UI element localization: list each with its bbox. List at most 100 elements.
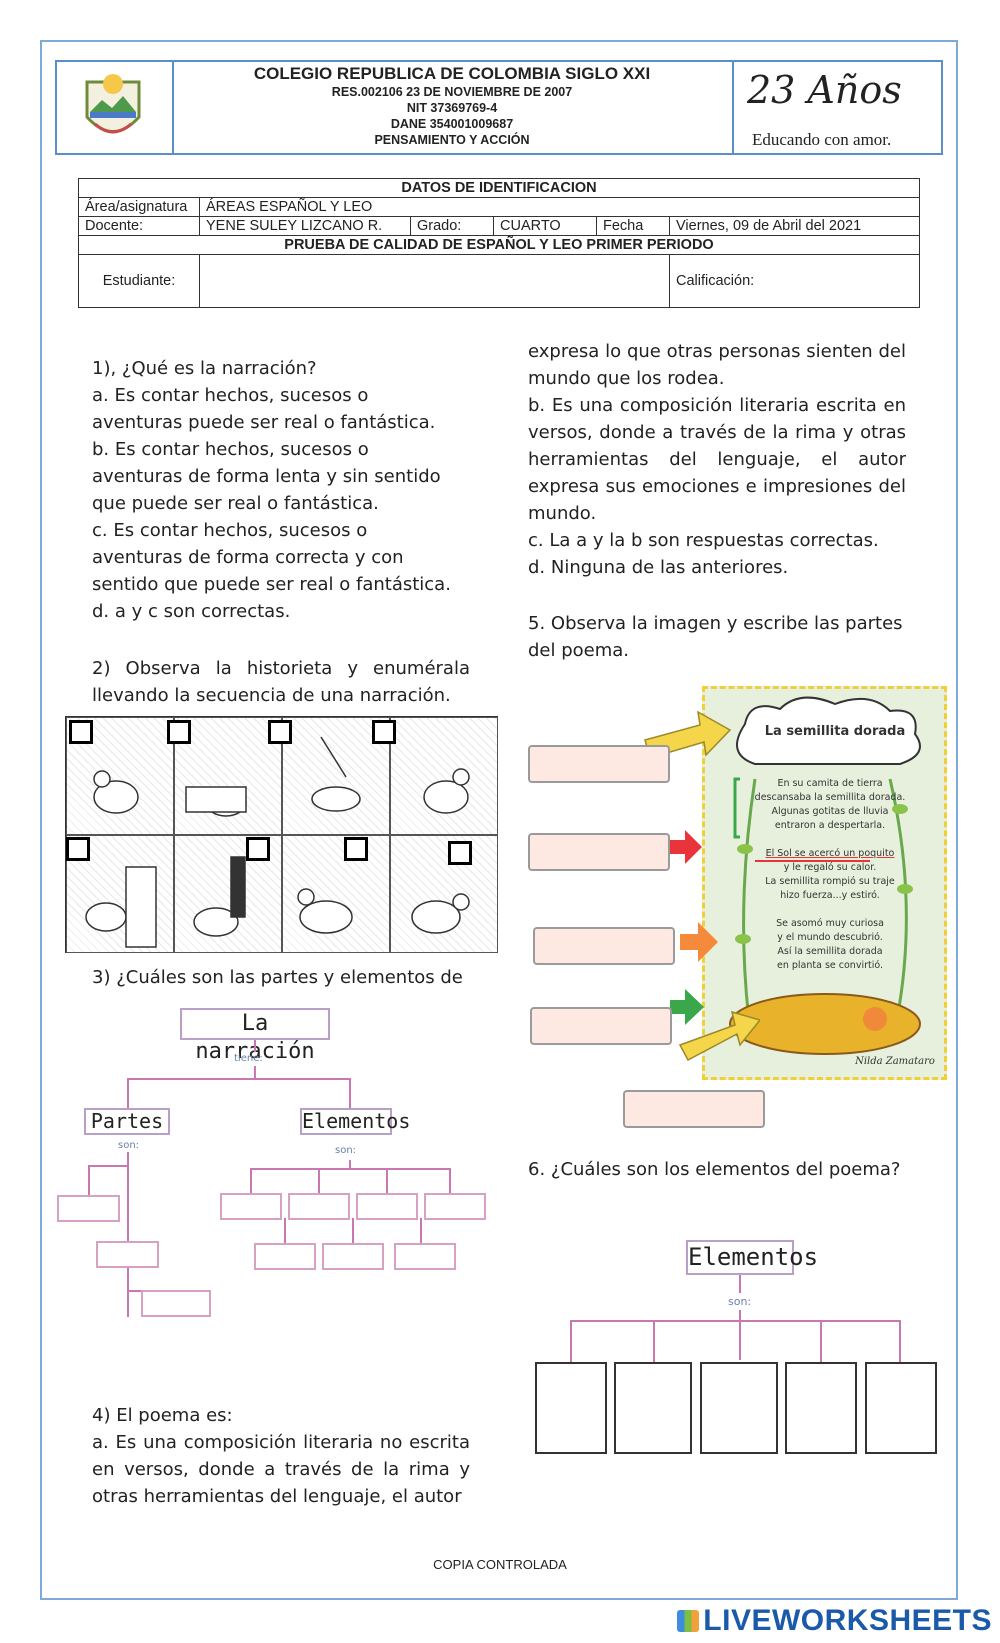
teacher-label: Docente:: [78, 216, 200, 236]
poem-image: La semillita dorada En su camita de tier…: [702, 686, 947, 1080]
parts-answer-box[interactable]: [57, 1195, 120, 1222]
sequence-checkbox[interactable]: [448, 841, 472, 865]
test-title: PRUEBA DE CALIDAD DE ESPAÑOL Y LEO PRIME…: [78, 235, 920, 255]
poem-element-answer-box[interactable]: [865, 1362, 937, 1454]
liveworksheets-brand-text: LIVEWORKSHEETS: [703, 1604, 992, 1637]
liveworksheets-logo-icon: [677, 1610, 700, 1632]
poem-stanza-1: En su camita de tierra descansaba la sem…: [754, 778, 906, 831]
comic-panel: [390, 717, 498, 835]
school-logo-cell: [57, 62, 174, 153]
sequence-checkbox[interactable]: [66, 837, 90, 861]
chicken-drawings: [85, 736, 470, 948]
poem-element-answer-box[interactable]: [614, 1362, 692, 1454]
q4-option-c[interactable]: c. La a y la b son respuestas correctas.: [528, 530, 879, 551]
q1-question: 1), ¿Qué es la narración?: [92, 358, 317, 379]
q2-question: 2) Observa la historieta y enumérala lle…: [92, 658, 470, 706]
liveworksheets-brand[interactable]: LIVEWORKSHEETS: [677, 1604, 992, 1638]
poem-part-answer-box[interactable]: [528, 745, 670, 783]
q4-option-d[interactable]: d. Ninguna de las anteriores.: [528, 557, 789, 578]
school-header: COLEGIO REPUBLICA DE COLOMBIA SIGLO XXI …: [55, 60, 943, 155]
student-label: Estudiante:: [78, 254, 200, 308]
q1-option-b[interactable]: b. Es contar hechos, sucesos o aventuras…: [92, 439, 441, 514]
resolution-text: RES.002106 23 DE NOVIEMBRE DE 2007: [331, 85, 573, 99]
elements-answer-box[interactable]: [322, 1243, 384, 1270]
q6-question: 6. ¿Cuáles son los elementos del poema?: [528, 1159, 901, 1180]
q4-option-b[interactable]: b. Es una composición literaria escrita …: [528, 395, 906, 524]
poem-illustration: [729, 696, 921, 1055]
poem-author: Nilda Zamataro: [855, 1056, 935, 1067]
arrow-right-icon: [680, 922, 718, 962]
id-table-title: DATOS DE IDENTIFICACION: [78, 178, 920, 198]
elements-answer-box[interactable]: [356, 1193, 418, 1220]
comic-strip: [65, 716, 498, 953]
q1-option-c[interactable]: c. Es contar hechos, sucesos o aventuras…: [92, 520, 451, 595]
sequence-checkbox[interactable]: [268, 720, 292, 744]
controlled-copy-footer: COPIA CONTROLADA: [433, 1557, 567, 1572]
elements-link-label: son:: [335, 1145, 357, 1156]
comic-panel: [390, 835, 498, 953]
score-label: Calificación:: [669, 254, 920, 308]
poem-stanza-2: y le regaló su calor. La semillita rompi…: [765, 862, 895, 901]
elements-answer-box[interactable]: [424, 1193, 486, 1220]
nit-text: NIT 37369769-4: [406, 101, 498, 115]
area-value: ÁREAS ESPAÑOL Y LEO: [199, 197, 920, 217]
parts-answer-box[interactable]: [96, 1241, 159, 1268]
school-title-cell: COLEGIO REPUBLICA DE COLOMBIA SIGLO XXI …: [172, 62, 734, 153]
comic-panel: [66, 717, 174, 835]
question-1: 1), ¿Qué es la narración? a. Es contar h…: [92, 355, 462, 625]
poem-element-answer-box[interactable]: [535, 1362, 607, 1454]
poem-stanza-3: Se asomó muy curiosa y el mundo descubri…: [776, 918, 884, 971]
date-label: Fecha: [596, 216, 670, 236]
sequence-checkbox[interactable]: [372, 720, 396, 744]
elements-answer-box[interactable]: [288, 1193, 350, 1220]
grade-value: CUARTO: [493, 216, 597, 236]
identification-table: DATOS DE IDENTIFICACION Área/asignatura …: [78, 178, 920, 308]
q3-question: 3) ¿Cuáles son las partes y elementos de: [92, 967, 463, 988]
elements-answer-box[interactable]: [220, 1193, 282, 1220]
comic-panel: [282, 835, 390, 953]
question-4: 4) El poema es: a. Es una composición li…: [92, 1402, 470, 1510]
poem-stanza-2-first-line: El Sol se acercó un poquito: [765, 848, 895, 859]
q1-option-a[interactable]: a. Es contar hechos, sucesos o aventuras…: [92, 385, 436, 433]
poem-element-answer-box[interactable]: [700, 1362, 778, 1454]
q1-option-d[interactable]: d. a y c son correctas.: [92, 601, 291, 622]
arrow-right-icon: [662, 830, 702, 864]
narration-link-label: tiene:: [234, 1053, 263, 1064]
poem-part-answer-box[interactable]: [623, 1090, 765, 1128]
student-name-field[interactable]: [199, 254, 670, 308]
sequence-checkbox[interactable]: [246, 837, 270, 861]
arrow-right-icon: [670, 989, 704, 1025]
anniversary-text: 23 Años: [747, 68, 902, 112]
q4-question: 4) El poema es:: [92, 1405, 233, 1426]
q4-option-a[interactable]: a. Es una composición literaria no escri…: [92, 1432, 470, 1507]
poem-part-answer-box[interactable]: [530, 1007, 672, 1045]
q4-option-a-continued[interactable]: expresa lo que otras personas sienten de…: [528, 341, 906, 389]
teacher-value: YENE SULEY LIZCANO R.: [199, 216, 411, 236]
q5-question: 5. Observa la imagen y escribe las parte…: [528, 613, 903, 661]
school-motto: PENSAMIENTO Y ACCIÓN: [374, 133, 530, 147]
page-frame: [40, 40, 958, 1600]
poem-part-answer-box[interactable]: [533, 927, 675, 965]
sequence-checkbox[interactable]: [69, 720, 93, 744]
elements-answer-box[interactable]: [254, 1243, 316, 1270]
school-name: COLEGIO REPUBLICA DE COLOMBIA SIGLO XXI: [253, 64, 651, 83]
poem-element-answer-box[interactable]: [785, 1362, 857, 1454]
dane-text: DANE 354001009687: [390, 117, 514, 131]
sequence-checkbox[interactable]: [167, 720, 191, 744]
sequence-checkbox[interactable]: [344, 837, 368, 861]
tagline-text: Educando con amor.: [752, 130, 892, 149]
parts-link-label: son:: [118, 1140, 140, 1151]
arrow-right-icon: [678, 1010, 760, 1062]
area-label: Área/asignatura: [78, 197, 200, 217]
poem-part-answer-box[interactable]: [528, 833, 670, 871]
school-crest-icon: [85, 74, 141, 134]
grade-label: Grado:: [410, 216, 494, 236]
elements-answer-box[interactable]: [394, 1243, 456, 1270]
date-value: Viernes, 09 de Abril del 2021: [669, 216, 920, 236]
elements-node: Elementos: [300, 1108, 411, 1135]
narration-root-node: La narración: [180, 1008, 330, 1064]
parts-node: Partes: [84, 1108, 170, 1135]
parts-answer-box[interactable]: [141, 1290, 211, 1317]
question-4-continued: expresa lo que otras personas sienten de…: [528, 338, 906, 581]
poem-title: La semillita dorada: [764, 724, 906, 739]
